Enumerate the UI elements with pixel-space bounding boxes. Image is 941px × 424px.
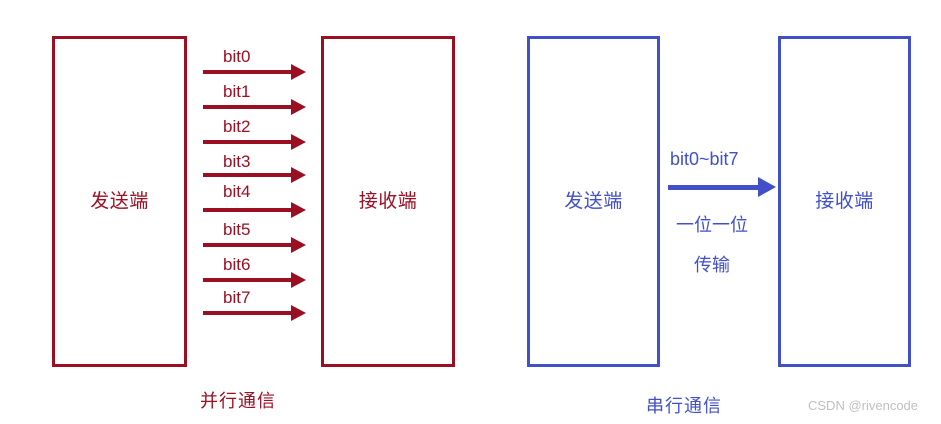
- arrow-shaft-icon: [668, 185, 760, 190]
- serial-arrow-label-below-line2: 传输: [694, 255, 730, 275]
- bit-label-0: bit0: [223, 47, 251, 66]
- parallel-bit-arrow-6: bit6: [203, 256, 307, 288]
- serial-caption: 串行通信: [646, 396, 722, 416]
- arrow-head-icon: [291, 305, 306, 321]
- arrow-shaft-icon: [203, 105, 293, 109]
- bit-label-3: bit3: [223, 152, 251, 171]
- arrow-shaft-icon: [203, 311, 293, 315]
- parallel-sender-box: 发送端: [52, 36, 187, 367]
- parallel-sender-label: 发送端: [90, 191, 149, 212]
- csdn-watermark: CSDN @rivencode: [808, 398, 919, 413]
- bit-label-5: bit5: [223, 220, 251, 239]
- serial-sender-box: 发送端: [527, 36, 660, 367]
- arrow-head-icon: [291, 202, 306, 218]
- arrow-head-icon: [291, 64, 306, 80]
- arrow-head-icon: [758, 177, 776, 197]
- serial-sender-label: 发送端: [564, 191, 623, 212]
- parallel-bit-arrow-1: bit1: [203, 83, 307, 115]
- arrow-shaft-icon: [203, 208, 293, 212]
- parallel-bit-arrow-4: bit4: [203, 183, 307, 218]
- parallel-receiver-box: 接收端: [321, 36, 455, 367]
- arrow-head-icon: [291, 272, 306, 288]
- arrow-shaft-icon: [203, 173, 293, 177]
- parallel-bit-arrow-2: bit2: [203, 118, 307, 150]
- bit-label-4: bit4: [223, 182, 251, 201]
- bit-label-7: bit7: [223, 288, 251, 307]
- serial-arrow-label-below-line1: 一位一位: [676, 215, 748, 235]
- serial-receiver-box: 接收端: [778, 36, 911, 367]
- parallel-bit-arrow-5: bit5: [203, 221, 307, 253]
- serial-arrow-label-above: bit0~bit7: [670, 149, 739, 169]
- arrow-shaft-icon: [203, 278, 293, 282]
- serial-bit-arrow: [668, 177, 778, 197]
- parallel-bit-arrow-3: bit3: [203, 153, 307, 183]
- arrow-head-icon: [291, 237, 306, 253]
- parallel-receiver-label: 接收端: [358, 191, 418, 212]
- bit-label-6: bit6: [223, 255, 251, 274]
- parallel-caption: 并行通信: [200, 391, 276, 411]
- serial-receiver-label: 接收端: [815, 191, 874, 212]
- arrow-shaft-icon: [203, 140, 293, 144]
- bit-label-1: bit1: [223, 82, 251, 101]
- parallel-bit-arrow-0: bit0: [203, 48, 307, 80]
- bit-label-2: bit2: [223, 117, 251, 136]
- arrow-head-icon: [291, 167, 306, 183]
- arrow-head-icon: [291, 134, 306, 150]
- arrow-shaft-icon: [203, 70, 293, 74]
- arrow-shaft-icon: [203, 243, 293, 247]
- arrow-head-icon: [291, 99, 306, 115]
- parallel-bit-arrow-7: bit7: [203, 289, 307, 321]
